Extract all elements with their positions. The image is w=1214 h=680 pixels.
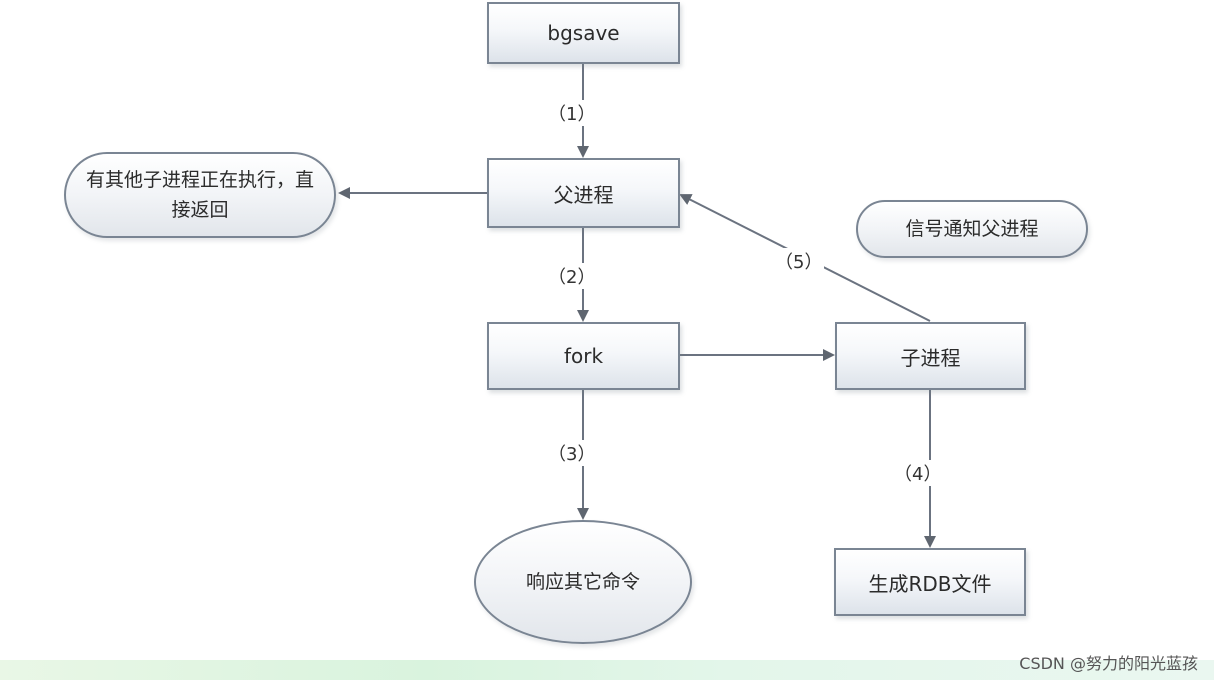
node-bgsave: bgsave [487, 2, 680, 64]
node-generate-rdb: 生成RDB文件 [834, 548, 1026, 616]
step-label-1: （1） [546, 100, 598, 126]
watermark-text: CSDN @努力的阳光蓝孩 [1019, 654, 1198, 673]
node-fork: fork [487, 322, 680, 390]
step-label-3: （3） [546, 440, 598, 466]
node-signal-notify: 信号通知父进程 [856, 200, 1088, 258]
step-label-2: （2） [546, 263, 598, 289]
node-parent-process: 父进程 [487, 158, 680, 228]
node-other-child-running-text: 有其他子进程正在执行，直接返回 [85, 169, 314, 221]
step-label-4: （4） [892, 460, 944, 486]
step-label-5: （5） [773, 248, 825, 274]
node-other-child-running: 有其他子进程正在执行，直接返回 [64, 152, 336, 238]
bottom-decor-band [0, 660, 1214, 680]
node-respond-other-commands: 响应其它命令 [474, 520, 692, 644]
node-child-process: 子进程 [835, 322, 1026, 390]
